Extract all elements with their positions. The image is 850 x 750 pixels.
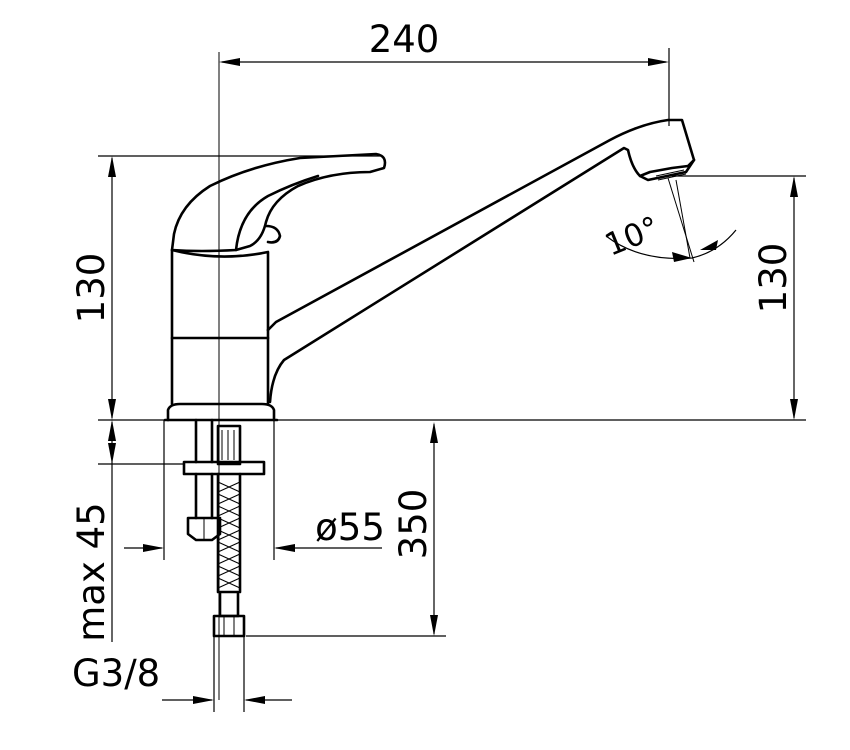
dim-label-10deg: 10° — [600, 210, 664, 264]
arrow-top — [108, 420, 116, 441]
stud-nut — [186, 516, 222, 542]
lever-handle — [170, 152, 387, 253]
hose-ferrule — [218, 590, 240, 618]
arrow-left — [193, 696, 214, 704]
flex-hose — [216, 472, 242, 594]
arrow-bottom — [108, 443, 116, 464]
aerator-tip — [655, 169, 687, 181]
dim-angle-10: 10° — [600, 177, 737, 264]
dim-width-240: 240 — [219, 18, 670, 126]
dim-thread: G3/8 — [72, 636, 292, 712]
angle-ref-line-vertical — [667, 177, 695, 263]
hose-braid — [217, 481, 241, 589]
dim-label-130-right: 130 — [752, 243, 795, 314]
hose-fitting-ribs — [221, 430, 235, 460]
arrow-angle-a — [672, 252, 692, 262]
lever-pivot — [264, 224, 282, 244]
stud-lower — [194, 472, 214, 520]
clamp-plate — [182, 460, 266, 476]
arrow-top — [430, 422, 438, 443]
arrow-top — [790, 176, 798, 197]
arrow-bottom — [108, 399, 116, 420]
body-top — [170, 248, 270, 332]
dim-height-left: 130 — [70, 155, 380, 421]
arrow-right — [648, 58, 669, 66]
arrow-right — [274, 544, 295, 552]
base-ring — [166, 402, 276, 422]
arrow-left — [219, 58, 240, 66]
dim-max-thickness: max 45 — [70, 420, 184, 642]
arrow-right — [244, 696, 265, 704]
hose-end-nut-lines — [223, 616, 235, 636]
dim-label-130-left: 130 — [70, 253, 113, 324]
angle-ref-line-tilted — [675, 179, 691, 259]
dim-diameter-55: ø55 — [124, 420, 385, 560]
dim-label-thread: G3/8 — [72, 652, 160, 695]
arrow-left — [143, 544, 164, 552]
dim-label-max-45: max 45 — [70, 502, 113, 641]
hose-fitting — [216, 424, 242, 466]
below-deck-hardware — [182, 418, 266, 638]
spout — [266, 118, 696, 404]
faucet-outline — [163, 118, 696, 422]
dim-label-diameter: ø55 — [315, 506, 385, 549]
arrow-angle-b — [700, 240, 718, 250]
arrow-bottom — [430, 615, 438, 636]
stud-upper — [194, 418, 214, 464]
dim-label-350: 350 — [392, 489, 435, 560]
dim-length-350: 350 — [246, 422, 446, 637]
arrow-bottom — [790, 399, 798, 420]
dim-label-240: 240 — [369, 18, 440, 61]
arrow-top — [108, 156, 116, 177]
aerator — [638, 158, 696, 182]
dim-height-right: 130 — [277, 175, 806, 421]
lever-crease — [234, 174, 320, 252]
